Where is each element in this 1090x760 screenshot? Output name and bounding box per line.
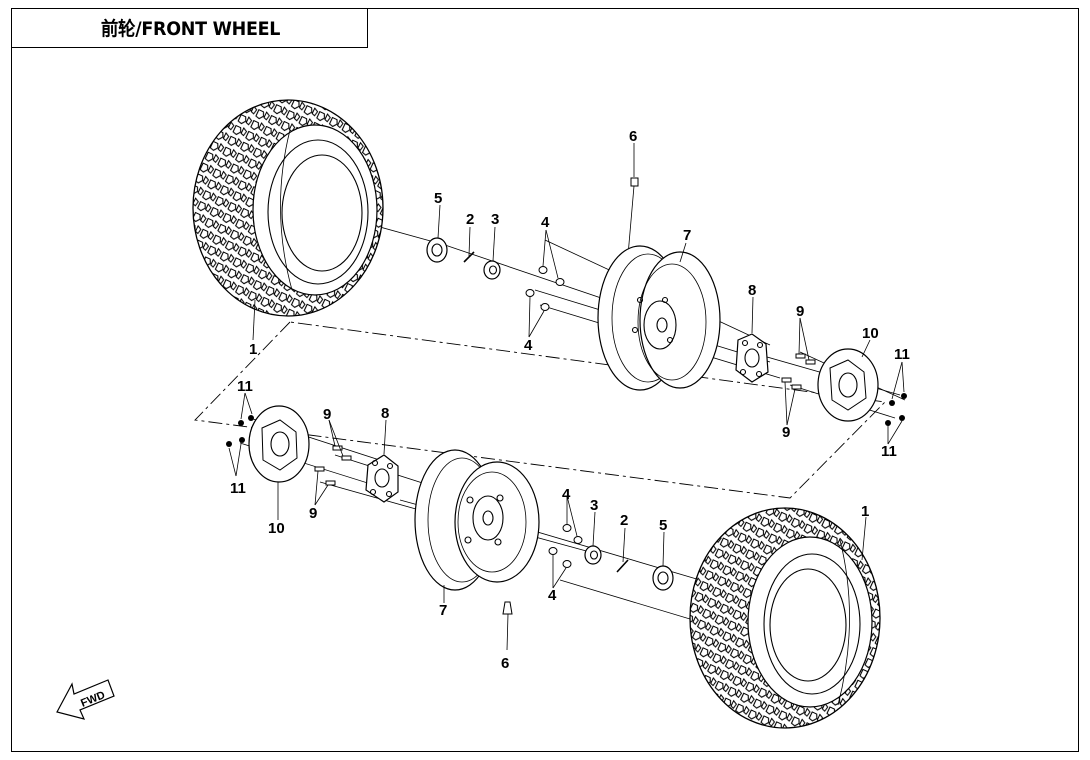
wheel-studs-upper xyxy=(781,353,816,390)
axle-nut-upper xyxy=(483,260,501,280)
callout-upper-8: 8 xyxy=(748,282,756,299)
callout-lower-11a: 11 xyxy=(237,378,253,395)
callout-upper-2: 2 xyxy=(466,211,474,228)
hub-upper xyxy=(735,333,769,383)
callout-upper-9a: 9 xyxy=(796,303,804,320)
hub-lower xyxy=(365,454,399,503)
rim-lower xyxy=(414,449,540,591)
cotter-pin-upper xyxy=(463,251,475,263)
lug-nuts-upper xyxy=(525,266,565,311)
callout-upper-4b: 4 xyxy=(524,337,533,354)
lower-assembly: 1 2 3 4 4 5 6 7 8 9 9 10 11 11 xyxy=(226,378,881,729)
callout-upper-1: 1 xyxy=(249,341,257,358)
leaders-upper xyxy=(252,143,905,445)
title-box: 前轮/FRONT WHEEL xyxy=(11,8,368,48)
upper-assembly: 1 2 3 4 4 5 6 7 8 9 9 10 11 11 xyxy=(192,99,910,460)
page-title: 前轮/FRONT WHEEL xyxy=(100,18,281,40)
bearing-upper xyxy=(426,237,448,263)
callout-lower-11b: 11 xyxy=(230,480,246,497)
callout-lower-4b: 4 xyxy=(548,587,557,604)
callout-upper-7: 7 xyxy=(683,227,691,244)
callout-lower-9b: 9 xyxy=(309,505,317,522)
disc-bolts-lower xyxy=(226,415,254,447)
callouts-lower: 1 2 3 4 4 5 6 7 8 9 9 10 11 11 xyxy=(230,378,869,672)
axle-nut-lower xyxy=(584,545,602,565)
drawing-frame xyxy=(11,8,1079,752)
valve-stem-lower xyxy=(502,601,513,651)
disc-bolts-upper xyxy=(885,393,907,426)
callout-lower-9a: 9 xyxy=(323,406,331,423)
callout-upper-6: 6 xyxy=(629,128,637,145)
callout-lower-3: 3 xyxy=(590,497,598,514)
callout-lower-4a: 4 xyxy=(562,486,571,503)
callout-upper-11b: 11 xyxy=(881,443,897,460)
callout-lower-6: 6 xyxy=(501,655,509,672)
callout-lower-2: 2 xyxy=(620,512,628,529)
assembly-boundary xyxy=(194,321,886,499)
callout-lower-7: 7 xyxy=(439,602,447,619)
brake-disc-lower xyxy=(248,405,310,483)
callouts-upper: 1 2 3 4 4 5 6 7 8 9 9 10 11 11 xyxy=(249,128,910,460)
rim-upper xyxy=(597,245,721,391)
bearing-lower xyxy=(652,565,674,591)
callout-lower-10: 10 xyxy=(268,520,285,537)
brake-disc-upper xyxy=(817,348,879,422)
tire-lower xyxy=(689,507,881,729)
callout-upper-3: 3 xyxy=(491,211,499,228)
callout-lower-5: 5 xyxy=(659,517,667,534)
tire-upper xyxy=(192,99,384,317)
callout-lower-8: 8 xyxy=(381,405,389,422)
leaders-lower xyxy=(228,392,867,603)
callout-lower-1: 1 xyxy=(861,503,869,520)
callout-upper-9b: 9 xyxy=(782,424,790,441)
wheel-studs-lower xyxy=(314,445,352,486)
callout-upper-11a: 11 xyxy=(894,346,910,363)
callout-upper-5: 5 xyxy=(434,190,442,207)
callout-upper-10: 10 xyxy=(862,325,879,342)
lug-nuts-lower xyxy=(548,524,583,568)
fwd-arrow: FWD xyxy=(56,679,115,720)
callout-upper-4a: 4 xyxy=(541,214,550,231)
cotter-pin-lower xyxy=(616,559,629,573)
